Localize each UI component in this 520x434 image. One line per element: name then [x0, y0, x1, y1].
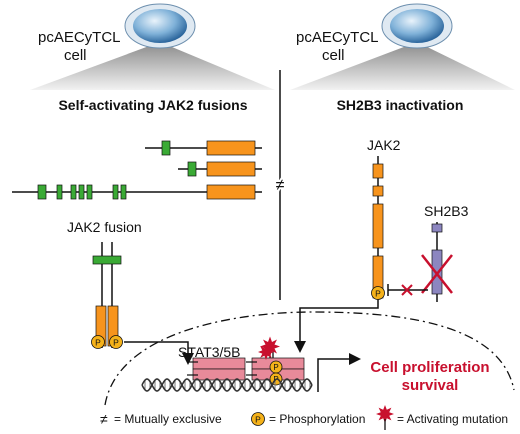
- right-expansion-fan: [290, 42, 515, 90]
- jak2-label: JAK2: [367, 137, 401, 153]
- dna-helix: [141, 378, 313, 392]
- legend-mutation-star-icon: [376, 405, 394, 430]
- nucleus: STAT3/5B P P: [104, 311, 515, 406]
- svg-text:P: P: [375, 289, 381, 299]
- activating-mutation-star-2: [258, 344, 274, 360]
- left-expansion-fan: [30, 42, 275, 90]
- stat-dimer-unphosphorylated: [187, 357, 246, 381]
- dna-strand-2: [141, 378, 313, 392]
- right-cell-label-line1: pcAECyTCL: [296, 29, 379, 46]
- legend-phospho-icon: P: [251, 412, 265, 426]
- inhibition-blocked-x-icon: [401, 284, 413, 296]
- left-panel: pcAECyTCL cell Self-activating JAK2 fusi…: [12, 3, 275, 365]
- left-cell-icon: [124, 3, 196, 49]
- right-cell-icon: [381, 3, 453, 49]
- stat-label: STAT3/5B: [178, 344, 241, 360]
- jak2-fusion-dimer: [92, 242, 122, 348]
- fusion-gene-2: [178, 161, 262, 177]
- svg-text:P: P: [273, 363, 278, 372]
- outcome-line-1: Cell proliferation: [370, 359, 489, 376]
- left-panel-title: Self-activating JAK2 fusions: [58, 97, 247, 113]
- svg-text:P: P: [113, 338, 119, 348]
- left-cell-label-line2: cell: [64, 47, 87, 64]
- legend-mutually-exclusive-text: = Mutually exclusive: [114, 412, 222, 426]
- sh2b3-inactivation-cross: [421, 254, 453, 294]
- right-signal-arrow: [294, 300, 379, 353]
- sh2b3-label: SH2B3: [424, 203, 469, 219]
- left-signal-arrow: [124, 341, 194, 365]
- phospho-badge-left-2: P: [109, 335, 123, 349]
- legend-activating-mutation-text: = Activating mutation: [397, 412, 508, 426]
- right-panel: pcAECyTCL cell SH2B3 inactivation JAK2 P…: [290, 3, 515, 353]
- jak2-fusion-label: JAK2 fusion: [67, 219, 142, 235]
- right-cell-label-line2: cell: [322, 47, 345, 64]
- sh2b3-protein: [431, 222, 443, 302]
- phospho-badge-left-1: P: [91, 335, 105, 349]
- transcription-arrow: [317, 353, 361, 392]
- jak2-protein: [372, 156, 384, 300]
- fusion-gene-3: [12, 184, 262, 200]
- svg-text:P: P: [255, 415, 261, 425]
- left-cell-label-line1: pcAECyTCL: [38, 29, 121, 46]
- phospho-badge-stat-1: P: [269, 360, 283, 374]
- legend: ≠ = Mutually exclusive P = Phosphorylati…: [100, 405, 508, 430]
- fusion-gene-1: [145, 140, 262, 156]
- not-equal-symbol: ≠: [276, 177, 285, 194]
- right-panel-title: SH2B3 inactivation: [337, 97, 464, 113]
- legend-not-equal-symbol: ≠: [100, 411, 108, 427]
- phospho-badge-right: P: [371, 286, 385, 300]
- nuclear-membrane: [104, 311, 515, 406]
- dna-strand-1: [141, 378, 313, 392]
- outcome-line-2: survival: [402, 377, 459, 394]
- legend-phosphorylation-text: = Phosphorylation: [269, 412, 365, 426]
- svg-text:P: P: [95, 338, 101, 348]
